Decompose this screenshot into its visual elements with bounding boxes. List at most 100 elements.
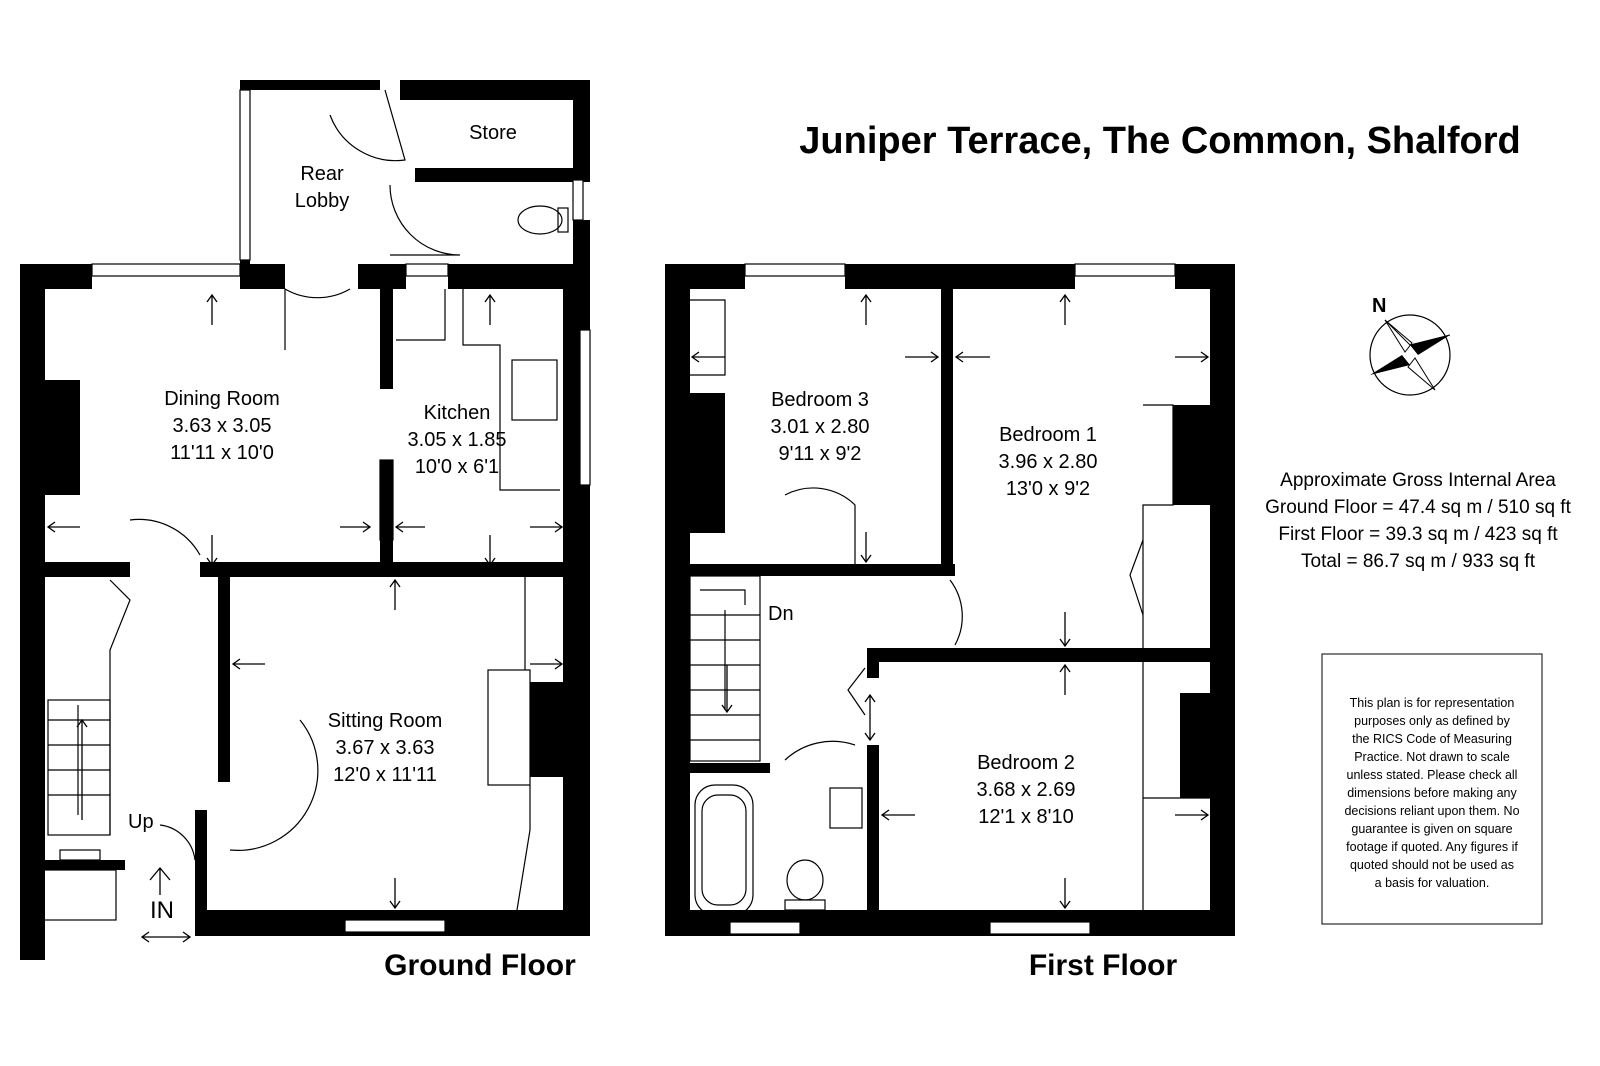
chimney-breast	[1173, 405, 1210, 505]
wall	[665, 264, 745, 289]
window	[1074, 263, 1176, 277]
stairs-down-label: Dn	[768, 603, 794, 625]
wall	[400, 80, 590, 100]
bedroom-1-label: Bedroom 1	[999, 424, 1097, 446]
wall	[200, 562, 590, 577]
wardrobe-door	[1129, 539, 1144, 616]
window	[744, 263, 846, 277]
door-swing	[329, 89, 406, 162]
sink	[511, 359, 558, 421]
wall	[867, 648, 1210, 662]
bedroom-3-label: Bedroom 3	[771, 389, 869, 411]
window	[239, 89, 251, 261]
chimney-breast	[45, 380, 80, 495]
dimension-arrows	[46, 293, 1210, 943]
chimney-breast	[690, 393, 725, 533]
wall	[665, 264, 690, 936]
porch	[35, 869, 117, 921]
wall	[20, 910, 45, 960]
disclaimer-line: the RICS Code of Measuring	[1352, 732, 1512, 746]
door-swing	[229, 719, 319, 851]
disclaimer-box	[1321, 653, 1543, 925]
fireplace	[487, 669, 531, 786]
wall	[573, 220, 590, 264]
disclaimer-line: footage if quoted. Any figures if	[1346, 840, 1518, 854]
kitchen-worktop	[462, 289, 560, 491]
wall	[20, 860, 125, 870]
wall	[195, 810, 207, 936]
disclaimer-line: purposes only as defined by	[1354, 714, 1510, 728]
basin-icon	[829, 787, 863, 829]
wall	[867, 745, 879, 936]
wall	[380, 460, 393, 562]
north-compass-icon: N	[1369, 295, 1451, 396]
cupboard	[690, 299, 726, 376]
bath-icon	[694, 784, 754, 916]
area-heading: Approximate Gross Internal Area	[1280, 470, 1556, 491]
wall	[45, 562, 130, 577]
stairs-first	[689, 575, 761, 762]
bedroom-3-metric: 3.01 x 2.80	[771, 416, 870, 438]
dining-room-label: Dining Room	[164, 388, 280, 410]
toilet-icon	[786, 859, 824, 901]
door-swing	[949, 579, 963, 646]
north-label: N	[1372, 295, 1386, 317]
window	[989, 921, 1091, 935]
door-swing	[389, 184, 461, 256]
disclaimer-line: Practice. Not drawn to scale	[1354, 750, 1510, 764]
cupboard	[396, 289, 446, 341]
disclaimer-line: guarantee is given on square	[1351, 822, 1512, 836]
door-swing	[284, 287, 351, 350]
ground-floor-label: Ground Floor	[384, 949, 576, 982]
rear-lobby-label: Rear	[300, 163, 344, 185]
wall	[240, 264, 285, 289]
bedroom-1-imperial: 13'0 x 9'2	[1006, 478, 1090, 500]
wall	[867, 648, 879, 678]
wall	[240, 80, 380, 90]
disclaimer-line: decisions reliant upon them. No	[1344, 804, 1519, 818]
wall	[358, 264, 406, 289]
bedroom-3-imperial: 9'11 x 9'2	[779, 443, 862, 465]
sitting-room-label: Sitting Room	[328, 710, 443, 732]
kitchen-label: Kitchen	[424, 402, 491, 424]
stairs-up-label: Up	[128, 811, 154, 833]
wall	[845, 264, 1075, 289]
disclaimer-line: quoted should not be used as	[1350, 858, 1514, 872]
bedroom-2-metric: 3.68 x 2.69	[977, 779, 1076, 801]
dining-room-imperial: 11'11 x 10'0	[170, 442, 274, 464]
cupboard-door	[847, 667, 866, 716]
alcove	[516, 577, 531, 911]
window	[59, 849, 101, 861]
wall	[941, 289, 953, 574]
wall	[20, 264, 45, 959]
wall	[415, 168, 590, 182]
entrance-arrow-icon	[149, 866, 171, 895]
door-swing	[784, 740, 856, 761]
area-first: First Floor = 39.3 sq m / 423 sq ft	[1278, 524, 1558, 545]
wall	[380, 289, 393, 389]
wall	[690, 763, 770, 773]
first-floor-plan	[665, 263, 1235, 936]
rear-lobby-label-2: Lobby	[295, 190, 350, 212]
stairs-ground	[47, 579, 131, 836]
bath-inner	[701, 794, 747, 906]
wall	[690, 564, 955, 576]
sitting-room-metric: 3.67 x 3.63	[336, 737, 435, 759]
kitchen-metric: 3.05 x 1.85	[408, 429, 507, 451]
bedroom-1-metric: 3.96 x 2.80	[999, 451, 1098, 473]
sitting-room-imperial: 12'0 x 11'11	[333, 764, 437, 786]
chimney-breast	[1180, 693, 1210, 798]
wall	[573, 80, 590, 180]
wall	[1210, 264, 1235, 936]
window	[579, 329, 591, 486]
window	[344, 919, 446, 933]
disclaimer-line: This plan is for representation	[1350, 696, 1515, 710]
first-floor-label: First Floor	[1029, 949, 1178, 982]
wardrobe	[1142, 404, 1174, 648]
door-swing	[159, 824, 196, 861]
dining-room-metric: 3.63 x 3.05	[173, 415, 272, 437]
area-total: Total = 86.7 sq m / 933 sq ft	[1301, 551, 1536, 572]
kitchen-imperial: 10'0 x 6'1	[415, 456, 499, 478]
toilet-icon	[517, 205, 569, 235]
